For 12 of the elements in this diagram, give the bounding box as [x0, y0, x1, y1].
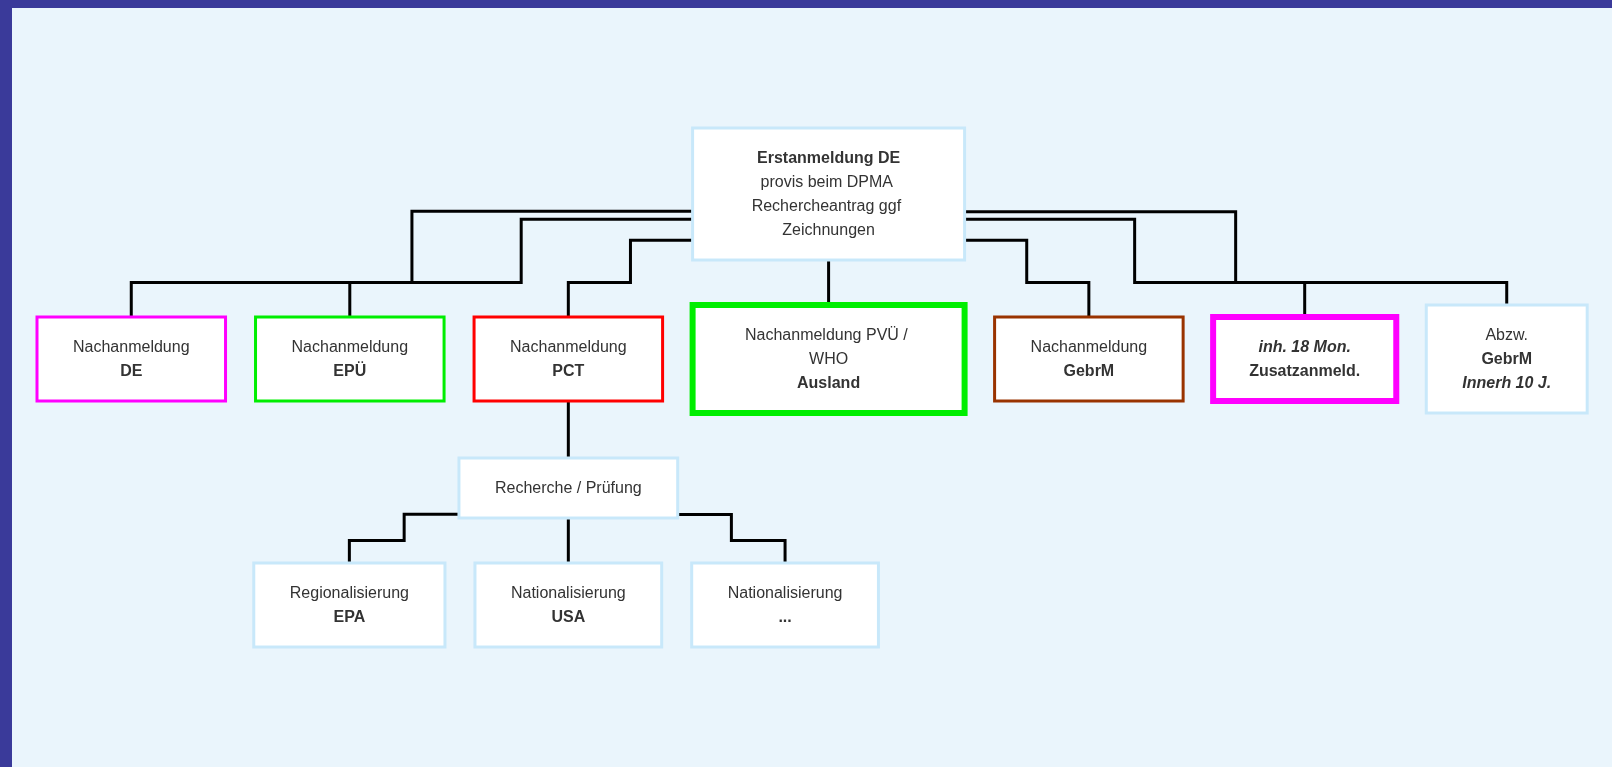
node-box: Nachanmeldung GebrM: [993, 315, 1185, 403]
node-box: Abzw. GebrM Innerh 10 J.: [1424, 303, 1589, 415]
node-box: Erstanmeldung DE provis beim DPMA Rechercheantrag ggf Zeichnungen: [691, 126, 966, 262]
node-box: Nationalisierung ...: [690, 561, 880, 649]
node-box: Nachanmeldung PVÜ / WHO Ausland: [689, 302, 968, 416]
node-box: Recherche / Prüfung: [457, 456, 680, 520]
node-box: Nachanmeldung EPÜ: [253, 315, 446, 403]
node-box: Regionalisierung EPA: [252, 561, 447, 649]
node-box: Nachanmeldung PCT: [472, 315, 664, 403]
node-box: inh. 18 Mon. Zusatzanmeld.: [1210, 314, 1400, 404]
node-box: Nationalisierung USA: [473, 561, 664, 649]
node-box: Nachanmeldung DE: [35, 315, 227, 403]
